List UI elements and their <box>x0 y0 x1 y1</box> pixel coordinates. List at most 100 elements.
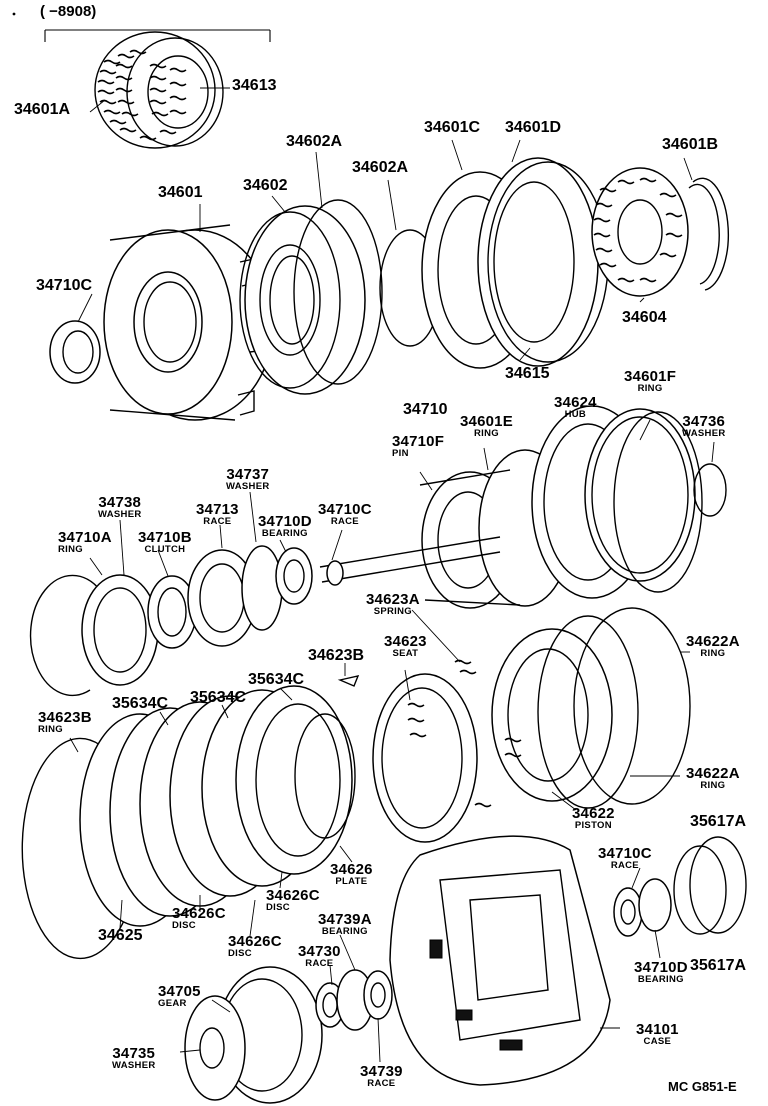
label-34626c-3-group: 34626C DISC <box>228 934 282 959</box>
label-34710d-2-group: 34710D BEARING <box>634 960 688 985</box>
label-disc-3: DISC <box>228 948 252 959</box>
label-34101-group: 34101 CASE <box>636 1022 679 1047</box>
label-35617a-2: 35617A <box>690 957 747 974</box>
leader-lines <box>69 87 715 1063</box>
label-34735: 34735 <box>112 1045 156 1062</box>
label-34710b-group: 34710B CLUTCH <box>138 530 192 555</box>
label-gear: GEAR <box>158 998 187 1009</box>
label-34601d: 34601D <box>505 119 562 136</box>
clutch-disc-stack-34626 <box>21 685 356 960</box>
label-34601c: 34601C <box>424 119 481 136</box>
label-34624-group: 34624 HUB <box>554 395 597 420</box>
label-34739-group: 34739 RACE <box>360 1064 403 1089</box>
label-washer-737: WASHER <box>226 481 270 492</box>
label-34738: 34738 <box>98 494 142 511</box>
label-case: CASE <box>643 1036 672 1047</box>
label-34713: 34713 <box>196 501 239 518</box>
gear-and-clutch-parts-left <box>29 545 313 697</box>
label-plate: PLATE <box>335 876 368 887</box>
label-34710c-2-group: 34710C RACE <box>318 502 372 527</box>
label-34602a-2: 34602A <box>352 159 409 176</box>
label-ring-622a-2: RING <box>700 780 726 791</box>
label-34623-group: 34623 SEAT <box>384 634 427 659</box>
label-34622: 34622 <box>572 805 615 822</box>
label-pin: PIN <box>392 448 409 459</box>
label-34736-group: 34736 WASHER <box>682 414 726 439</box>
transmission-case-34101 <box>389 835 611 1086</box>
label-34622a-2-group: 34622A RING <box>686 766 740 791</box>
label-34705: 34705 <box>158 983 201 1000</box>
label-34626c-2-group: 34626C DISC <box>172 906 226 931</box>
label-hub: HUB <box>564 409 587 420</box>
label-34622a-1-group: 34622A RING <box>686 634 740 659</box>
label-washer-738: WASHER <box>98 509 142 520</box>
label-35634c-1: 35634C <box>248 671 305 688</box>
label-34626-group: 34626 PLATE <box>330 862 373 887</box>
label-bearing-2: BEARING <box>637 974 684 985</box>
label-piston: PISTON <box>574 820 612 831</box>
label-34601e-group: 34601E RING <box>460 414 513 439</box>
label-34738-group: 34738 WASHER <box>98 495 142 520</box>
label-washer-735: WASHER <box>112 1060 156 1071</box>
spring-retainer-34604 <box>591 167 689 297</box>
label-race-2: RACE <box>330 516 359 527</box>
label-race-730: RACE <box>305 958 334 969</box>
label-34602a-1: 34602A <box>286 133 343 150</box>
clutch-plates-34601c-d <box>421 157 609 369</box>
label-34705-group: 34705 GEAR <box>158 984 201 1009</box>
label-34710a: 34710A <box>58 529 112 546</box>
label-34626c-1-group: 34626C DISC <box>266 888 320 913</box>
date-range-header: ( −8908) <box>40 3 97 20</box>
brake-drum-34601 <box>103 224 274 421</box>
label-34735-group: 34735 WASHER <box>112 1046 156 1071</box>
label-disc-1: DISC <box>266 902 290 913</box>
snap-ring-34601b <box>688 177 729 291</box>
label-34623b-2-group: 34623B RING <box>38 710 92 735</box>
label-34710c-1: 34710C <box>36 277 93 294</box>
label-34602: 34602 <box>243 177 288 194</box>
label-34622-group: 34622 PISTON <box>572 806 615 831</box>
label-race-3: RACE <box>610 860 639 871</box>
label-34739: 34739 <box>360 1063 403 1080</box>
label-race-713: RACE <box>203 516 232 527</box>
label-ring-622a-1: RING <box>700 648 726 659</box>
label-34710b: 34710B <box>138 529 192 546</box>
label-34623: 34623 <box>384 633 427 650</box>
label-34730-group: 34730 RACE <box>298 944 341 969</box>
label-34736: 34736 <box>682 413 726 430</box>
label-34626c-1: 34626C <box>266 887 320 904</box>
label-ring-623b: RING <box>38 724 63 735</box>
label-34601a: 34601A <box>14 101 71 118</box>
label-34601f-group: 34601F RING <box>624 369 676 394</box>
label-ring-e: RING <box>473 428 499 439</box>
piston-34622-and-springs <box>337 607 691 843</box>
label-34624: 34624 <box>554 394 597 411</box>
label-disc-2: DISC <box>172 920 196 931</box>
label-34601e: 34601E <box>460 413 513 430</box>
label-34739a-group: 34739A BEARING <box>318 912 372 937</box>
label-ring-f: RING <box>637 383 663 394</box>
label-34101: 34101 <box>636 1021 679 1038</box>
label-34626c-3: 34626C <box>228 933 282 950</box>
label-34710c-3: 34710C <box>598 845 652 862</box>
label-35634c-2: 35634C <box>190 689 247 706</box>
label-34625: 34625 <box>98 927 143 944</box>
label-clutch: CLUTCH <box>144 544 186 555</box>
label-34623b-2: 34623B <box>38 709 92 726</box>
one-way-clutch-assembly-34710 <box>319 405 727 609</box>
label-bearing-1: BEARING <box>261 528 308 539</box>
label-34739a: 34739A <box>318 911 372 928</box>
label-34626c-2: 34626C <box>172 905 226 922</box>
label-34737-group: 34737 WASHER <box>226 467 270 492</box>
label-spring: SPRING <box>373 606 412 617</box>
label-34601b: 34601B <box>662 136 719 153</box>
label-washer-736: WASHER <box>682 428 726 439</box>
race-34710c-left <box>49 320 101 384</box>
label-34623b-1: 34623B <box>308 647 365 664</box>
label-34622a-2: 34622A <box>686 765 740 782</box>
label-34710c-3-group: 34710C RACE <box>598 846 652 871</box>
label-34710f: 34710F <box>392 433 445 450</box>
spring-pack-34601a <box>94 31 224 149</box>
label-34710c-2: 34710C <box>318 501 372 518</box>
